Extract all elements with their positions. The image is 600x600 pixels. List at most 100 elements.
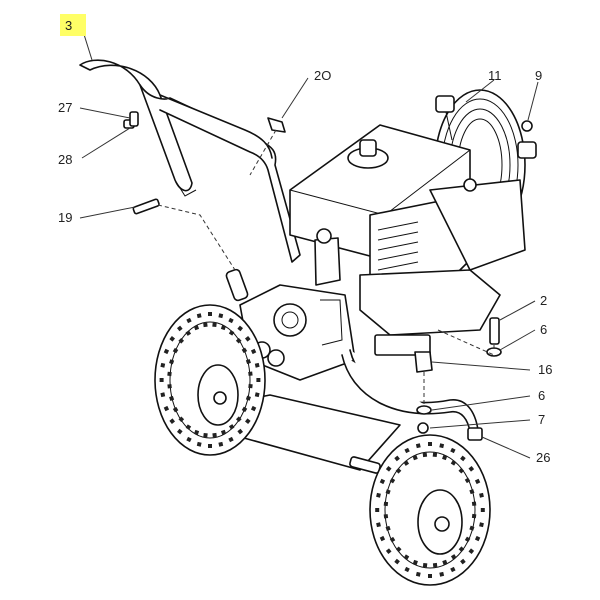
tread-block xyxy=(248,383,253,389)
tread-block xyxy=(169,418,176,425)
tread-block xyxy=(254,362,260,368)
tread-block xyxy=(450,460,457,466)
tread-block xyxy=(450,554,457,560)
tread-block xyxy=(404,566,410,573)
left-wheel xyxy=(154,304,266,456)
base-frame xyxy=(214,349,483,474)
tread-block xyxy=(468,548,475,555)
tread-block xyxy=(458,546,465,553)
tread-block xyxy=(403,554,410,560)
tread-block xyxy=(469,489,475,495)
tread-block xyxy=(439,571,445,577)
tread-block xyxy=(172,406,179,413)
tread-block xyxy=(163,348,170,355)
tread-block xyxy=(474,535,481,542)
tread-block xyxy=(460,455,466,462)
tread-block xyxy=(389,536,396,543)
tread-block xyxy=(248,371,253,376)
tread-block xyxy=(450,566,456,573)
tread-block xyxy=(186,436,192,443)
tread-block xyxy=(218,313,224,319)
tread-block xyxy=(460,558,466,565)
tread-block xyxy=(172,347,179,354)
tread-block xyxy=(394,455,400,462)
tread-block xyxy=(479,492,484,498)
tread-block xyxy=(428,574,432,578)
tread-block xyxy=(471,501,477,506)
right-wheel xyxy=(369,434,491,586)
callout-7: 7 xyxy=(538,412,545,427)
tread-block xyxy=(237,428,244,435)
tread-block xyxy=(422,452,428,458)
tread-block xyxy=(241,347,248,354)
tread-block xyxy=(383,514,389,519)
callout-6-upper: 6 xyxy=(540,322,547,337)
handle-frame xyxy=(79,59,301,263)
tread-block xyxy=(385,489,391,495)
tread-block xyxy=(220,429,227,435)
tread-block xyxy=(442,455,448,461)
callout-3: 3 xyxy=(65,18,72,33)
tread-block xyxy=(403,460,410,466)
tread-block xyxy=(450,447,456,454)
tread-block xyxy=(169,335,176,342)
tread-block xyxy=(218,441,224,447)
tread-block xyxy=(212,432,217,438)
mount-16 xyxy=(414,351,433,373)
right-wheel-tread xyxy=(375,442,485,578)
tread-block xyxy=(176,428,183,435)
tread-block xyxy=(203,322,208,328)
tread-block xyxy=(196,441,202,447)
callout-6-lower: 6 xyxy=(538,388,545,403)
tread-block xyxy=(383,501,389,507)
hardware xyxy=(123,111,533,434)
tread-block xyxy=(163,405,170,412)
tread-block xyxy=(254,392,260,398)
callout-11: 11 xyxy=(488,68,502,83)
tread-block xyxy=(375,508,380,512)
tread-block xyxy=(244,335,251,342)
callout-3-highlight xyxy=(60,14,86,36)
tread-block xyxy=(241,406,248,413)
callout-28: 28 xyxy=(58,152,72,167)
bolt-27 xyxy=(129,111,139,127)
tread-block xyxy=(235,337,242,344)
tread-block xyxy=(479,522,484,528)
tread-block xyxy=(376,492,381,498)
tread-block xyxy=(194,429,200,435)
tread-block xyxy=(193,325,200,331)
tread-block xyxy=(422,562,428,568)
tread-block xyxy=(245,395,251,401)
tread-block xyxy=(228,330,235,336)
tread-block xyxy=(178,416,185,423)
tread-block xyxy=(415,571,421,577)
tread-block xyxy=(160,362,166,368)
tread-block xyxy=(442,559,448,565)
tread-block xyxy=(395,467,402,474)
callout-26: 26 xyxy=(536,450,550,465)
tread-block xyxy=(469,525,475,531)
tread-block xyxy=(389,477,396,484)
washer-6a xyxy=(486,347,502,357)
callout-20: 2O xyxy=(314,68,331,83)
tread-block xyxy=(464,477,471,484)
wing-nut xyxy=(267,117,286,133)
tread-block xyxy=(250,348,257,355)
tread-block xyxy=(412,559,418,565)
tread-block xyxy=(167,371,172,377)
tread-block xyxy=(212,322,217,328)
assembly-guides xyxy=(157,129,495,405)
tread-block xyxy=(185,330,192,336)
engine xyxy=(289,124,526,356)
tread-block xyxy=(228,424,235,430)
tread-block xyxy=(228,436,234,443)
tread-block xyxy=(196,313,202,319)
tread-block xyxy=(237,325,244,332)
tread-block xyxy=(185,424,192,430)
callout-2: 2 xyxy=(540,293,547,308)
callout-9: 9 xyxy=(535,68,542,83)
callout-16: 16 xyxy=(538,362,552,377)
tread-block xyxy=(244,418,251,425)
tread-block xyxy=(432,562,438,568)
